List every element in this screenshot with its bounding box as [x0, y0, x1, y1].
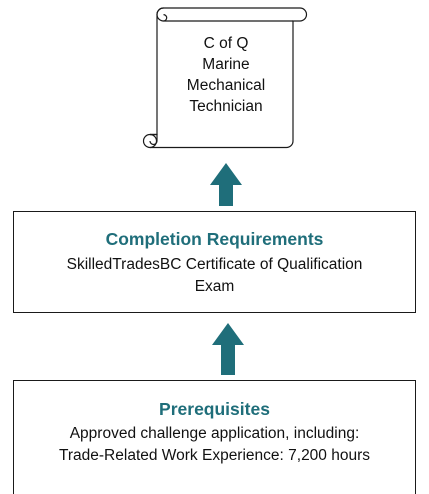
- prerequisite-line: Approved challenge application, includin…: [69, 425, 360, 442]
- prerequisites-title: Prerequisites: [159, 399, 270, 419]
- completion-requirements-title: Completion Requirements: [105, 229, 324, 249]
- certificate-scroll-icon: [142, 7, 308, 149]
- arrow-up-icon: [210, 163, 242, 206]
- completion-line: Exam: [194, 278, 235, 295]
- prerequisite-line: Trade-Related Work Experience: 7,200 hou…: [58, 447, 371, 464]
- certificate-title: C of Q Marine Mechanical Technician: [164, 33, 288, 117]
- completion-requirements-box: Completion Requirements SkilledTradesBC …: [13, 211, 416, 313]
- certificate-line: C of Q: [203, 35, 249, 52]
- certificate-line: Mechanical: [186, 77, 266, 94]
- arrow-up-icon: [212, 323, 244, 375]
- prerequisites-box: Prerequisites Approved challenge applica…: [13, 380, 416, 494]
- completion-line: SkilledTradesBC Certificate of Qualifica…: [66, 256, 363, 273]
- certificate-line: Technician: [189, 98, 263, 115]
- certificate-line: Marine: [202, 56, 250, 73]
